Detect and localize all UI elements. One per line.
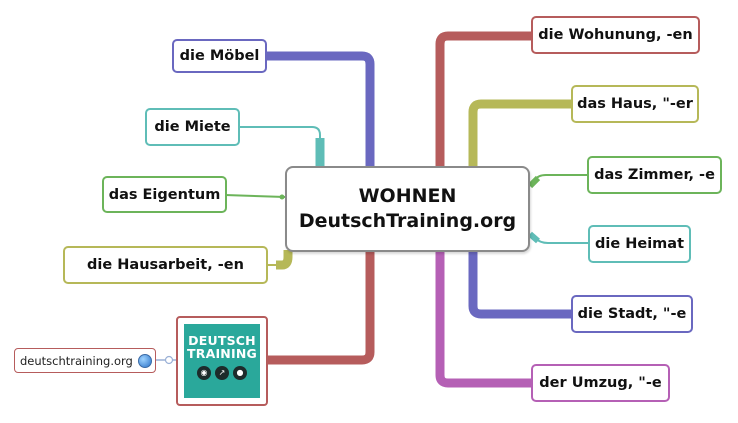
topic-label: die Möbel — [179, 48, 260, 64]
logo-icon-row: ◉ ↗ ● — [197, 366, 247, 380]
topic-der-umzug[interactable]: der Umzug, "-e — [531, 364, 670, 402]
topic-das-haus[interactable]: das Haus, "-er — [571, 85, 699, 123]
topic-die-moebel[interactable]: die Möbel — [172, 39, 267, 73]
people-icon: ● — [233, 366, 247, 380]
logo-topic[interactable]: DEUTSCH TRAINING ◉ ↗ ● — [176, 316, 268, 406]
topic-das-eigentum[interactable]: das Eigentum — [102, 176, 227, 213]
central-topic[interactable]: WOHNEN DeutschTraining.org — [285, 166, 530, 252]
website-link-label: deutschtraining.org — [20, 353, 133, 368]
central-topic-title: WOHNEN — [358, 185, 457, 207]
topic-das-zimmer[interactable]: das Zimmer, -e — [587, 156, 722, 194]
topic-die-heimat[interactable]: die Heimat — [588, 225, 691, 263]
topic-die-miete[interactable]: die Miete — [145, 108, 240, 146]
topic-die-wohunung[interactable]: die Wohunung, -en — [531, 16, 700, 54]
headphones-icon: ◉ — [197, 366, 211, 380]
topic-label: die Miete — [154, 119, 231, 135]
topic-label: das Zimmer, -e — [594, 167, 715, 183]
website-link[interactable]: deutschtraining.org — [14, 348, 156, 373]
topic-label: die Heimat — [595, 236, 684, 252]
central-topic-subtitle: DeutschTraining.org — [298, 210, 517, 232]
deutschtraining-logo: DEUTSCH TRAINING ◉ ↗ ● — [184, 324, 260, 398]
globe-icon — [137, 353, 152, 368]
topic-die-stadt[interactable]: die Stadt, "-e — [571, 295, 693, 333]
topic-label: das Eigentum — [108, 186, 221, 203]
topic-die-hausarbeit[interactable]: die Hausarbeit, -en — [63, 246, 268, 284]
topic-label: der Umzug, "-e — [539, 375, 662, 391]
logo-text-line1: DEUTSCH — [188, 333, 256, 348]
topic-label: die Hausarbeit, -en — [87, 257, 244, 273]
topic-label: die Wohunung, -en — [538, 27, 693, 43]
topic-label: die Stadt, "-e — [577, 306, 687, 322]
chart-icon: ↗ — [215, 366, 229, 380]
topic-label: das Haus, "-er — [577, 96, 693, 112]
logo-text-line2: TRAINING — [187, 346, 257, 361]
